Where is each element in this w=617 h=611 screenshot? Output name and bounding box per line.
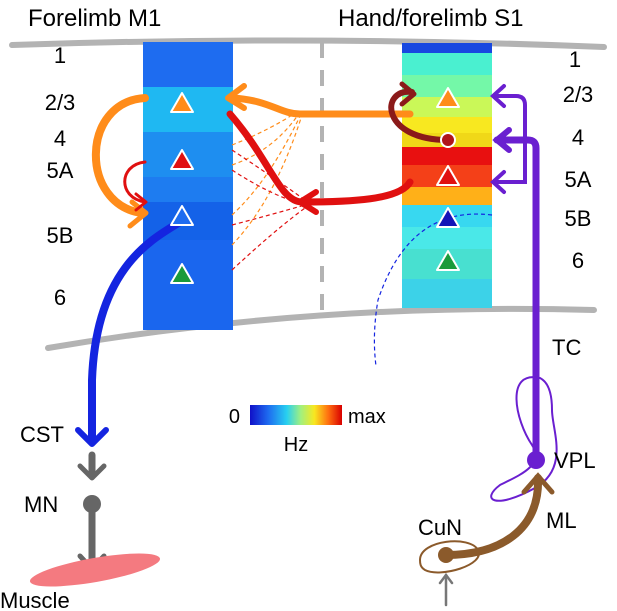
- layer-label: 6: [54, 285, 66, 310]
- colorbar-max-label: max: [348, 406, 386, 428]
- cun-neuron-soma: [438, 547, 454, 563]
- m1-neurons: [170, 92, 194, 284]
- layer-label: 5B: [565, 206, 592, 231]
- s1-local-loop: [388, 81, 451, 143]
- red-s1-to-m1-projection: [123, 110, 414, 215]
- m1-l6-neuron: [170, 263, 194, 284]
- cun-outline: [418, 540, 480, 574]
- colorbar-gradient: [250, 405, 342, 425]
- layer-label: 2/3: [563, 82, 594, 107]
- layer-label: 2/3: [45, 90, 76, 115]
- cun-label: CuN: [418, 515, 462, 540]
- tc-pathway: [490, 84, 558, 502]
- sensory-input-arrow: [438, 572, 454, 607]
- m1-column: [143, 42, 233, 330]
- layer-label: 5A: [47, 158, 74, 183]
- orange-s1-to-m1-projection: [91, 83, 414, 229]
- m1-l23-neuron: [170, 92, 194, 113]
- vpl-outline: [490, 376, 558, 502]
- m1-l5a-neuron: [170, 149, 194, 170]
- s1-l23-neuron: [436, 87, 460, 108]
- colorbar-unit-label: Hz: [284, 434, 308, 456]
- s1-layer-labels: 1 2/3 4 5A 5B 6: [563, 47, 594, 273]
- colorbar-min-label: 0: [229, 406, 240, 428]
- ml-pathway: [418, 472, 555, 574]
- m1-title: Forelimb M1: [28, 5, 161, 32]
- mn-label: MN: [24, 492, 58, 517]
- white-matter-line: [45, 305, 597, 351]
- pial-surface-line: [9, 37, 607, 50]
- muscle-label: Muscle: [0, 588, 70, 611]
- cst-label: CST: [20, 422, 64, 447]
- layer-label: 6: [572, 248, 584, 273]
- muscle-shape: [29, 553, 161, 587]
- m1-layer-labels: 1 2/3 4 5A 5B 6: [45, 43, 76, 310]
- s1-title: Hand/forelimb S1: [338, 5, 523, 32]
- layer-label: 5A: [565, 167, 592, 192]
- s1-l6-neuron: [436, 250, 460, 271]
- layer-label: 4: [572, 125, 584, 150]
- layer-label: 1: [54, 43, 66, 68]
- vpl-label: VPL: [554, 448, 596, 473]
- m1-l5b-neuron: [170, 205, 194, 226]
- layer-label: 4: [54, 126, 66, 151]
- s1-l4-neuron: [440, 132, 456, 148]
- s1-l5b-neuron: [436, 207, 460, 228]
- layer-label: 1: [569, 47, 581, 72]
- ml-label: ML: [546, 508, 577, 533]
- s1-l5a-neuron: [436, 165, 460, 186]
- layer-label: 5B: [47, 223, 74, 248]
- cst-pathway: [75, 218, 184, 447]
- vpl-neuron-soma: [527, 451, 545, 469]
- mn-neuron-soma: [83, 495, 101, 513]
- s1-neurons: [436, 87, 460, 271]
- tc-label: TC: [552, 335, 581, 360]
